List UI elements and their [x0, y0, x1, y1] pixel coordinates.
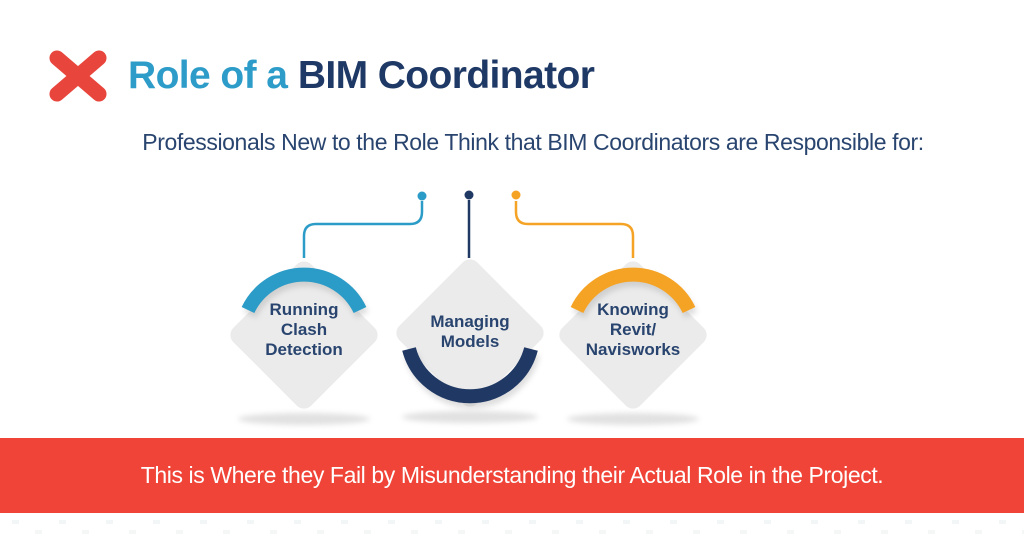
- diamond-label-knowing-revit-navisworks: Knowing Revit/ Navisworks: [585, 300, 681, 359]
- dot-pattern-strip: [0, 519, 1024, 538]
- connector-dot-blue: [417, 191, 427, 201]
- diamond-label-managing-models: Managing Models: [430, 312, 510, 351]
- ground-shadow: [567, 413, 699, 425]
- arc-blue-top: [241, 267, 367, 314]
- page-title-emphasis: BIM Coordinator: [297, 53, 595, 97]
- connector-dot-orange: [511, 190, 521, 200]
- arc-navy-bottom: [402, 347, 538, 404]
- diamond-managing-models: [396, 259, 544, 407]
- ground-shadow: [238, 413, 370, 425]
- arc-orange-top: [570, 267, 696, 314]
- subtitle-text: Professionals New to the Role Think that…: [142, 129, 924, 155]
- x-mark-icon: [49, 50, 107, 102]
- connector-line-blue: [302, 201, 424, 258]
- diamond-label-running-clash-detection: Running Clash Detection: [265, 300, 343, 359]
- conclusion-banner: This is Where they Fail by Misunderstand…: [0, 438, 1024, 513]
- connector-line-orange: [514, 201, 635, 258]
- connector-dot-navy: [464, 190, 474, 200]
- x-stroke: [49, 50, 107, 102]
- ground-shadow: [402, 411, 538, 423]
- conclusion-banner-text: This is Where they Fail by Misunderstand…: [140, 462, 884, 488]
- page-title-prefix: Role of a: [128, 53, 288, 97]
